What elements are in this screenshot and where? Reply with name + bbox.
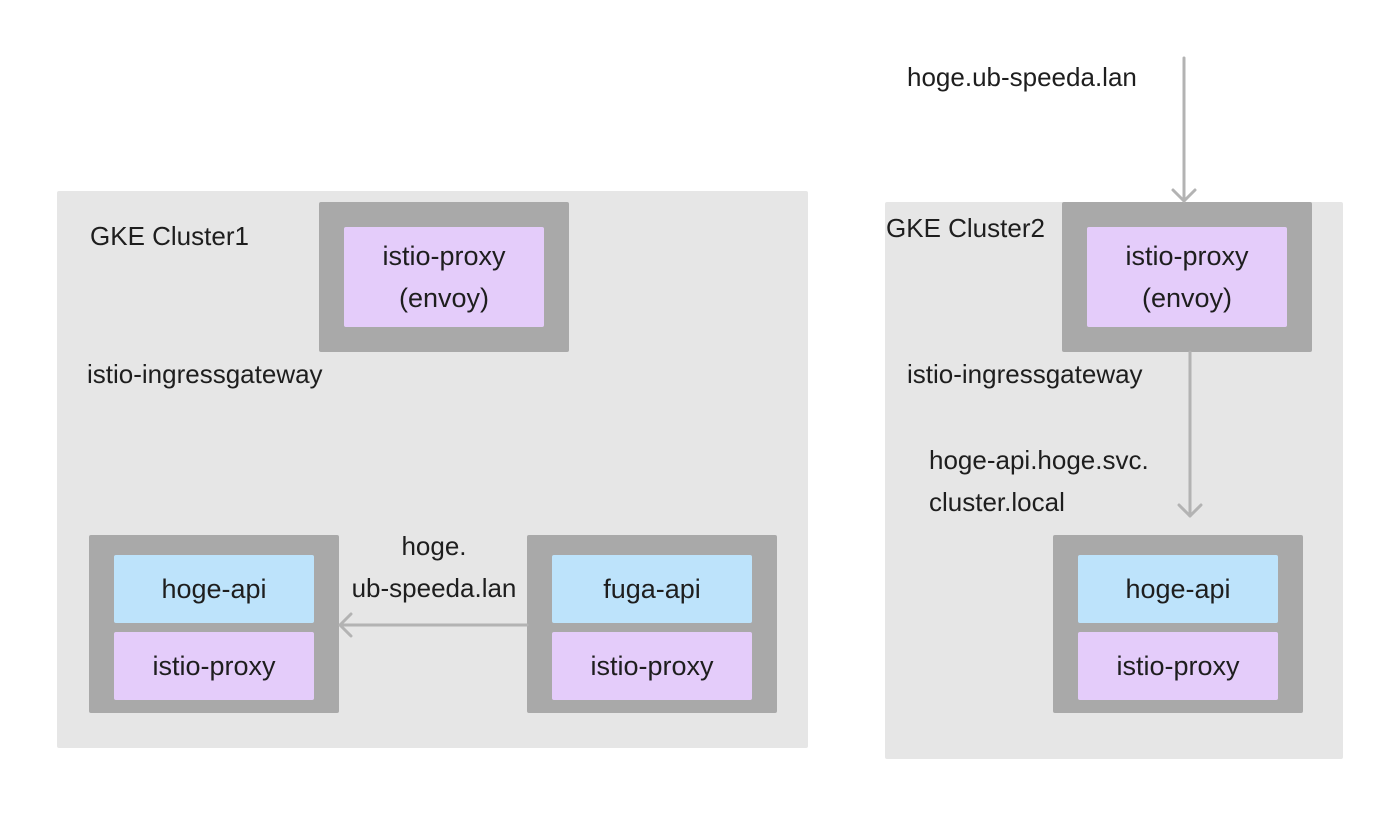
arrow-external-to-cluster2-gateway: [1171, 56, 1197, 203]
cluster1-gateway-proxy-line1: istio-proxy: [382, 241, 506, 271]
cluster2-external-host: hoge.ub-speeda.lan: [907, 62, 1137, 92]
cluster1-hoge-istio-proxy: istio-proxy: [114, 632, 314, 700]
cluster2-gateway-istio-proxy: istio-proxy (envoy): [1087, 227, 1287, 327]
arrow-gateway-to-cluster2-hoge: [1177, 350, 1203, 518]
cluster1-gateway-istio-proxy: istio-proxy (envoy): [344, 227, 544, 327]
arrow-fuga-to-hoge: [338, 612, 529, 638]
cluster1-label: GKE Cluster1: [90, 221, 249, 251]
cluster2-gateway-proxy-line1: istio-proxy: [1125, 241, 1249, 271]
cluster1-fuga-api: fuga-api: [552, 555, 752, 623]
cluster1-edge-label-line2: ub-speeda.lan: [351, 573, 517, 603]
cluster1-ingressgateway-label: istio-ingressgateway: [87, 359, 323, 389]
cluster2-edge-label-line1: hoge-api.hoge.svc.: [929, 445, 1149, 475]
cluster2-ingressgateway-label: istio-ingressgateway: [907, 359, 1143, 389]
cluster1-hoge-api: hoge-api: [114, 555, 314, 623]
cluster1-fuga-istio-proxy: istio-proxy: [552, 632, 752, 700]
cluster2-hoge-api: hoge-api: [1078, 555, 1278, 623]
cluster1-gateway-proxy-line2: (envoy): [398, 283, 490, 313]
cluster2-edge-label-line2: cluster.local: [929, 487, 1065, 517]
cluster2-label: GKE Cluster2: [886, 213, 1045, 243]
cluster2-gateway-proxy-line2: (envoy): [1141, 283, 1233, 313]
cluster1-edge-label-line1: hoge.: [401, 531, 467, 561]
cluster2-hoge-istio-proxy: istio-proxy: [1078, 632, 1278, 700]
